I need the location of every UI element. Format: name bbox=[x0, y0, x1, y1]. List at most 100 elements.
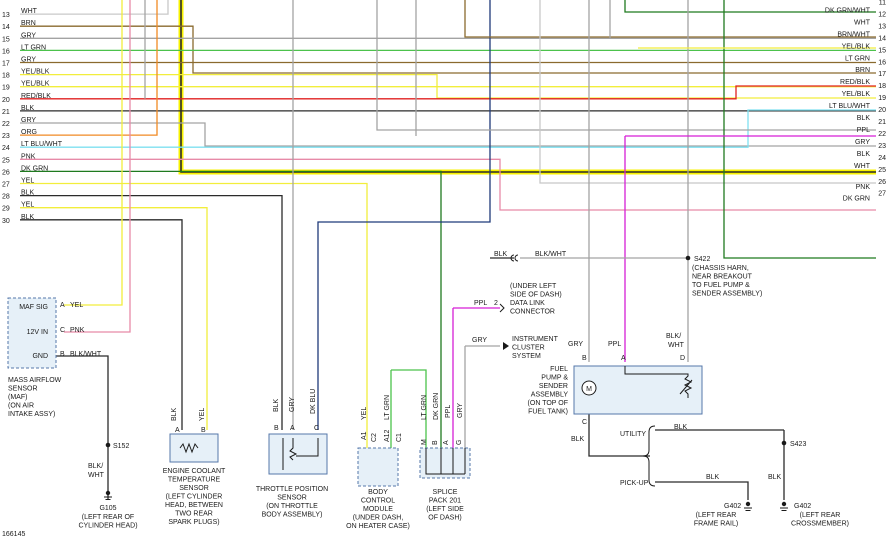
left-row-number: 15 bbox=[2, 36, 10, 43]
right-row-number: 17 bbox=[878, 71, 886, 78]
s422-caption-line: NEAR BREAKOUT bbox=[692, 274, 753, 281]
ect-pin-a: A bbox=[175, 427, 180, 434]
bcm-caption-line: MODULE bbox=[363, 506, 393, 513]
tps-sensor-box bbox=[268, 433, 328, 475]
splice-pack-box bbox=[419, 447, 471, 479]
s422-caption-line: TO FUEL PUMP & bbox=[692, 282, 750, 289]
fuel-pump-caption-line: FUEL bbox=[550, 366, 568, 373]
cluster-caption-line: SYSTEM bbox=[512, 353, 541, 360]
wire-wht-25 bbox=[539, 0, 876, 184]
splice-wire-dkgrn: DK GRN bbox=[433, 393, 440, 420]
cluster-wire-label: GRY bbox=[472, 337, 487, 344]
fuel-pump-pin-d: D bbox=[680, 355, 685, 362]
s422-caption-line: (CHASSIS HARN, bbox=[692, 265, 749, 272]
dlc-caption-line: CONNECTOR bbox=[510, 309, 555, 316]
g105-label: G105 bbox=[99, 505, 116, 512]
right-row-number: 19 bbox=[878, 95, 886, 102]
s152-splice bbox=[105, 442, 111, 448]
right-wire-label: PPL bbox=[857, 127, 870, 134]
bcm-pin-a12: A12 bbox=[384, 429, 391, 442]
tps-wire-dkblu: DK BLU bbox=[310, 389, 317, 414]
splice-pin-g: G bbox=[456, 440, 463, 445]
wire-dkgrn-26 bbox=[20, 170, 442, 448]
right-row-number: 13 bbox=[878, 23, 886, 30]
ect-caption-line: TWO REAR bbox=[175, 511, 213, 518]
maf-caption-line: INTAKE ASSY) bbox=[8, 411, 55, 418]
maf-pin-letter: C bbox=[60, 327, 65, 334]
fuel-pump-wire-ppl: PPL bbox=[608, 341, 621, 348]
left-row-number: 16 bbox=[2, 48, 10, 55]
dlc-caption-line: DATA LINK bbox=[510, 300, 545, 307]
right-wire-label: YEL/BLK bbox=[842, 91, 871, 98]
right-wire-label: BLK bbox=[857, 115, 871, 122]
right-row-number: 25 bbox=[878, 167, 886, 174]
wire-brn-14 bbox=[20, 25, 876, 74]
s152-wire: WHT bbox=[88, 472, 105, 479]
bcm-pin-a1: A1 bbox=[361, 431, 368, 440]
splice-caption-line: PACK 201 bbox=[429, 498, 461, 505]
splice-pin-m: M bbox=[421, 439, 428, 445]
s423-wire-blk: BLK bbox=[768, 474, 782, 481]
right-row-number: 12 bbox=[878, 11, 886, 18]
left-wire-label: LT BLU/WHT bbox=[21, 141, 63, 148]
right-row-number: 21 bbox=[878, 119, 886, 126]
left-row-number: 22 bbox=[2, 121, 10, 128]
maf-wire-label: YEL bbox=[70, 302, 83, 309]
bcm-box bbox=[357, 447, 399, 487]
right-wire-label: DK GRN/WHT bbox=[825, 7, 871, 14]
wire-dkgrnwht-12 bbox=[624, 0, 876, 13]
fuel-pump-caption-line: FUEL TANK) bbox=[528, 409, 568, 416]
left-row-number: 24 bbox=[2, 145, 10, 152]
fuel-pump-wire-blk-ground: BLK bbox=[571, 436, 585, 443]
tps-wire-gry: GRY bbox=[289, 397, 296, 412]
bcm-wire-ltgrn: LT GRN bbox=[384, 395, 391, 420]
right-wire-label: GRY bbox=[855, 139, 870, 146]
g402a-label: G402 bbox=[724, 503, 741, 510]
right-wire-label: WHT bbox=[854, 163, 871, 170]
blk-line-label: BLK bbox=[494, 251, 508, 258]
ect-pin-b: B bbox=[201, 427, 206, 434]
fuel-pump-wire-gry: GRY bbox=[568, 341, 583, 348]
splice-wire-ppl: PPL bbox=[445, 405, 452, 418]
bcm-caption-line: ON HEATER CASE) bbox=[346, 523, 410, 530]
maf-pin-12v-in: 12V IN bbox=[27, 329, 48, 336]
left-wire-label: BRN bbox=[21, 20, 36, 27]
s423-splice bbox=[781, 440, 787, 446]
tps-pin-c: C bbox=[314, 425, 319, 432]
fuel-pump-wire-wht: WHT bbox=[668, 342, 685, 349]
wire-ltbluwht-24 bbox=[20, 109, 876, 148]
wire-org-23 bbox=[20, 0, 158, 136]
s422-label: S422 bbox=[694, 256, 710, 263]
g402-crossmember-ground-dot bbox=[781, 501, 787, 507]
right-wire-label: YEL/BLK bbox=[842, 43, 871, 50]
bcm-caption-line: (UNDER DASH, bbox=[353, 515, 404, 522]
left-wire-label: YEL bbox=[21, 178, 34, 185]
splice-bus-symbol bbox=[425, 448, 466, 475]
right-row-number: 15 bbox=[878, 47, 886, 54]
right-wire-label: BLK bbox=[857, 151, 871, 158]
ect-thermistor-symbol bbox=[179, 442, 199, 454]
fuel-pump-pin-a: A bbox=[621, 355, 626, 362]
wire-wht-13 bbox=[20, 0, 169, 15]
s423-label: S423 bbox=[790, 441, 806, 448]
pickup-wire-blk: BLK bbox=[706, 474, 720, 481]
right-row-number: 20 bbox=[878, 107, 886, 114]
left-wire-label: ORG bbox=[21, 129, 37, 136]
bcm-wire-yel: YEL bbox=[361, 407, 368, 420]
left-row-number: 13 bbox=[2, 12, 10, 19]
right-wire-label: BRN/WHT bbox=[837, 31, 870, 38]
fuel-pump-pin-c: C bbox=[582, 419, 587, 426]
cluster-caption-line: CLUSTER bbox=[512, 345, 545, 352]
fuel-pump-wire-blk: BLK/ bbox=[666, 333, 681, 340]
right-row-number: 27 bbox=[878, 191, 886, 198]
g402b-caption-line: (LEFT REAR bbox=[800, 512, 841, 519]
fuel-pump-caption-line: PUMP & bbox=[541, 375, 568, 382]
right-row-number: 24 bbox=[878, 155, 886, 162]
splice-pin-a: A bbox=[443, 440, 450, 445]
maf-caption-line: (MAF) bbox=[8, 394, 27, 401]
maf-sensor-box bbox=[7, 297, 57, 369]
wire-layer bbox=[20, 0, 876, 500]
tps-wire-blk: BLK bbox=[273, 398, 280, 412]
g402b-label: G402 bbox=[794, 503, 811, 510]
